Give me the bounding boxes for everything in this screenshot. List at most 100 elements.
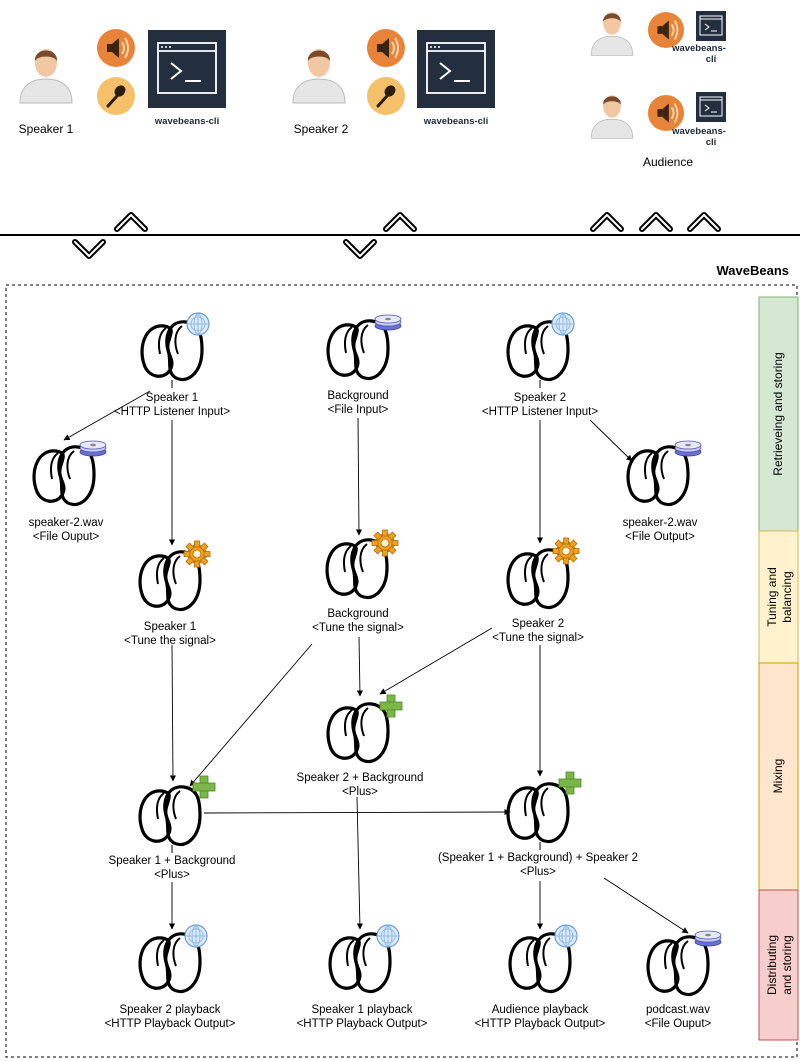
chevron-up-icon [386,215,414,229]
node-podcast-output: podcast.wav <File Ouput> [645,930,722,1030]
node-type: <File Ouput> [33,531,100,543]
plus-icon [379,694,403,718]
edge-bgtune-to-sp2bg [356,636,364,697]
node-type: <File Ouput> [645,1018,712,1030]
node-speaker-2-input: Speaker 2 <HTTP Listener Input> [482,312,598,418]
speaker-2-label: Speaker 2 [294,122,349,136]
node-name: Background [327,390,388,402]
section-tuning-label-line2: balancing [780,571,794,622]
section-mixing: Mixing [758,662,799,891]
chevron-down-icon [346,242,374,256]
node-name: Speaker 2 [514,392,566,404]
edge-sp2-to-file-right [589,419,633,462]
speaker-1-label: Speaker 1 [19,122,74,136]
node-type: <HTTP Playback Output> [475,1018,606,1030]
node-background-input: Background <File Input> [326,314,402,416]
section-retrieving-label: Retrieveing and storing [771,352,785,475]
node-type: <Tune the signal> [124,635,216,647]
gear-icon [552,537,580,565]
audience-cli-1-line1: wavebeans- [671,43,726,54]
node-type: <HTTP Playback Output> [297,1018,428,1030]
disk-icon [79,440,107,457]
node-name: Speaker 2 + Background [297,772,424,784]
speaker-1-cli-label: wavebeans-cli [154,116,219,127]
edge-bg-to-tune [355,417,363,536]
node-speaker-2-tune: Speaker 2 <Tune the signal> [492,537,584,644]
node-name: speaker-2.wav [29,517,104,529]
node-name: Speaker 1 playback [311,1004,412,1016]
globe-icon [551,312,575,336]
bean-icon [626,445,690,507]
edge-sp1-to-file-left [63,390,151,441]
node-type: <Tune the signal> [492,632,584,644]
section-tuning: Tuning and balancing [758,530,799,664]
speaker-2-terminal-icon [416,29,496,109]
chevron-up-icon [593,215,621,229]
node-speaker-1-playback: Speaker 1 playback <HTTP Playback Output… [297,924,428,1030]
node-file-output-left: speaker-2.wav <File Ouput> [29,440,107,543]
node-file-output-right: speaker-2.wav <File Output> [623,440,702,543]
node-type: <HTTP Playback Output> [105,1018,236,1030]
node-name: speaker-2.wav [623,517,698,529]
chevron-up-icon [117,215,145,229]
node-audience-playback: Audience playback <HTTP Playback Output> [475,924,606,1030]
audience-cli-1-line2: cli [706,54,717,65]
speaker-2-cli-label: wavebeans-cli [423,116,488,127]
bean-icon [646,935,710,997]
globe-icon [376,924,400,948]
bean-icon [326,319,390,381]
section-tuning-label-line1: Tuning and [765,567,779,627]
speaker-1-terminal-icon [147,29,227,109]
node-type: <Plus> [342,786,378,798]
chevron-up-icon [642,215,670,229]
bean-icon [138,785,202,847]
disk-icon [674,440,702,457]
audience-cli-2-line2: cli [706,137,717,148]
gear-icon [371,529,399,557]
node-type: <File Input> [328,404,389,416]
section-mixing-label: Mixing [771,759,785,794]
speaker-1-person-icon [19,48,73,104]
edge-sp2bg-to-sp1playback [356,796,364,930]
node-speaker-2-plus-background: Speaker 2 + Background <Plus> [297,694,424,798]
globe-icon [186,312,210,336]
edge-bgtune-to-sp1bg [189,643,313,787]
audience-person-2-icon [590,94,634,139]
node-name: Speaker 2 [512,618,564,630]
disk-icon [374,314,402,331]
edges [63,390,689,934]
node-background-tune: Background <Tune the signal> [312,529,404,634]
section-distributing-label-line1: Distributing [765,935,779,995]
node-name: Speaker 1 [144,621,196,633]
audience-person-1-icon [590,11,634,56]
audience-cli-2-line1: wavebeans- [671,126,726,137]
edge-sp1tune-to-sp1bg [169,644,177,782]
chevron-down-icon [75,242,103,256]
section-retrieving: Retrieveing and storing [758,296,799,532]
bean-icon [326,702,390,764]
node-name: podcast.wav [646,1004,710,1016]
edge-all-to-podcast [603,877,689,934]
speaker-2-sound-icon [366,28,406,68]
node-type: <Tune the signal> [312,622,404,634]
node-speaker-2-playback: Speaker 2 playback <HTTP Playback Output… [105,924,236,1030]
node-name: Speaker 2 playback [119,1004,220,1016]
disk-icon [694,930,722,947]
speaker-2-group: Speaker 2 wavebeans-cli [292,28,496,136]
node-name: Speaker 1 [146,392,198,404]
node-type: <Plus> [154,869,190,881]
wavebeans-brand-label: WaveBeans [717,263,790,278]
node-type: <File Output> [625,531,695,543]
section-distributing: Distributing and storing [758,889,799,1041]
node-type: <Plus> [520,866,556,878]
node-type: <HTTP Listener Input> [482,406,598,418]
speaker-1-mic-icon [95,75,137,117]
audience-terminal-1-icon [695,10,727,42]
node-speaker-1-input: Speaker 1 <HTTP Listener Input> [114,312,230,418]
speaker-1-group: Speaker 1 wavebeans-cli [19,28,227,136]
node-speaker-1-plus-background: Speaker 1 + Background <Plus> [109,775,235,881]
audience-label: Audience [643,155,693,169]
speaker-2-person-icon [292,48,346,104]
audience-group: wavebeans- cli wavebeans- cli Audience [590,10,727,169]
